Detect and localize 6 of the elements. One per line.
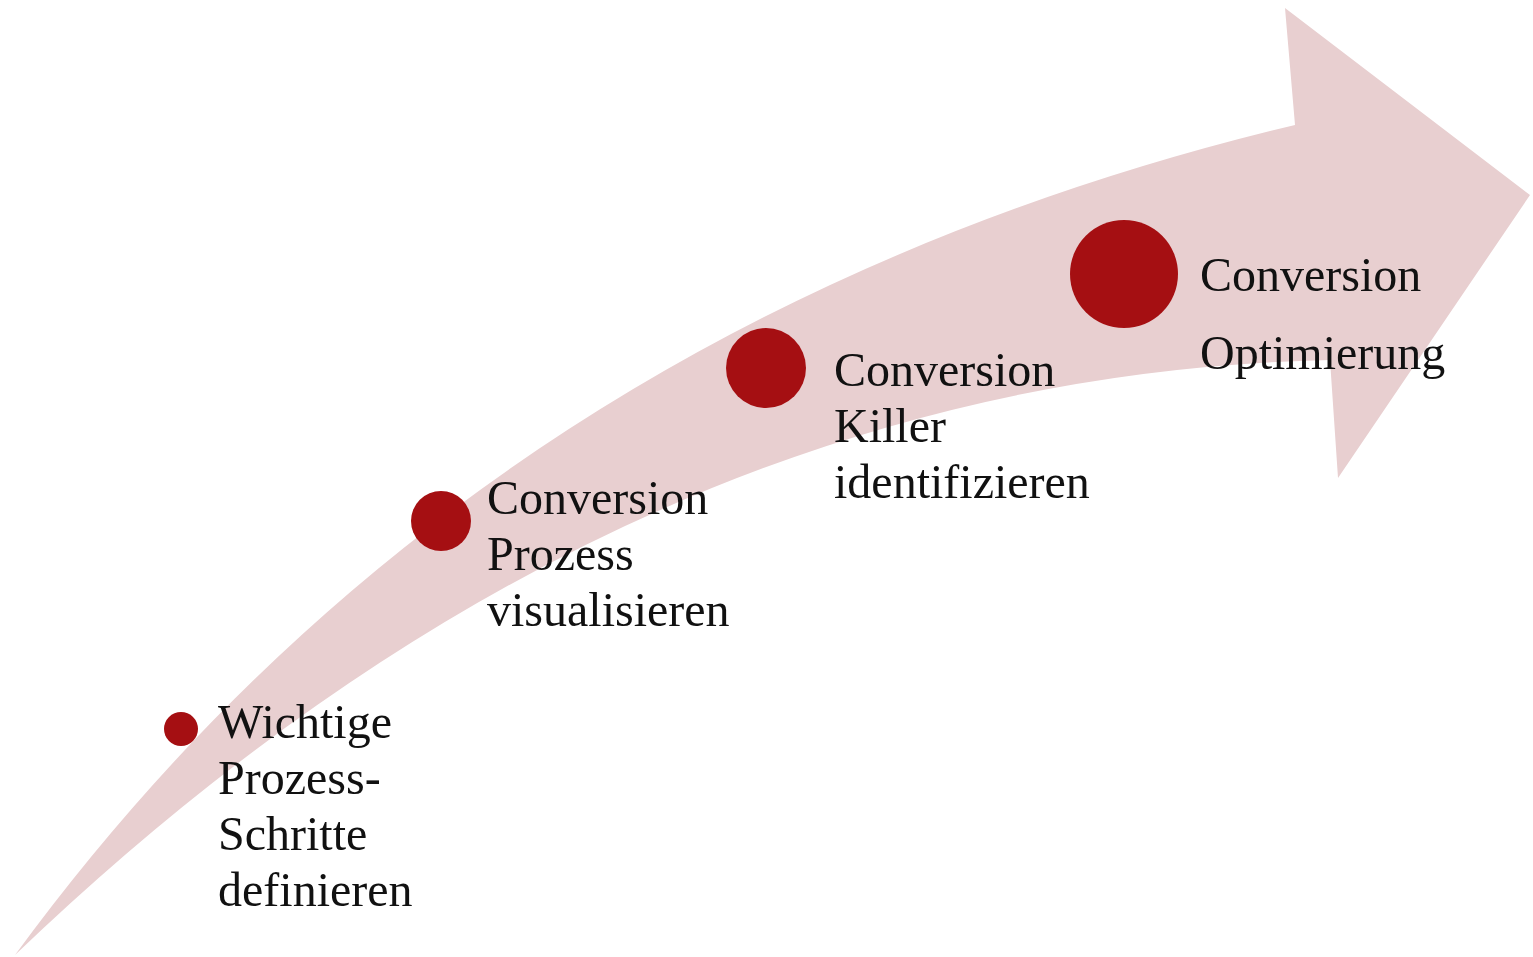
step-label: Conversion Optimierung (1200, 247, 1446, 381)
step-label: Conversion Prozess visualisieren (487, 470, 730, 638)
step-label: Wichtige Prozess-Schritte definieren (218, 694, 413, 918)
step-label: Conversion Killer identifizieren (834, 342, 1090, 510)
step-dot (411, 491, 471, 551)
step-dot (164, 712, 198, 746)
